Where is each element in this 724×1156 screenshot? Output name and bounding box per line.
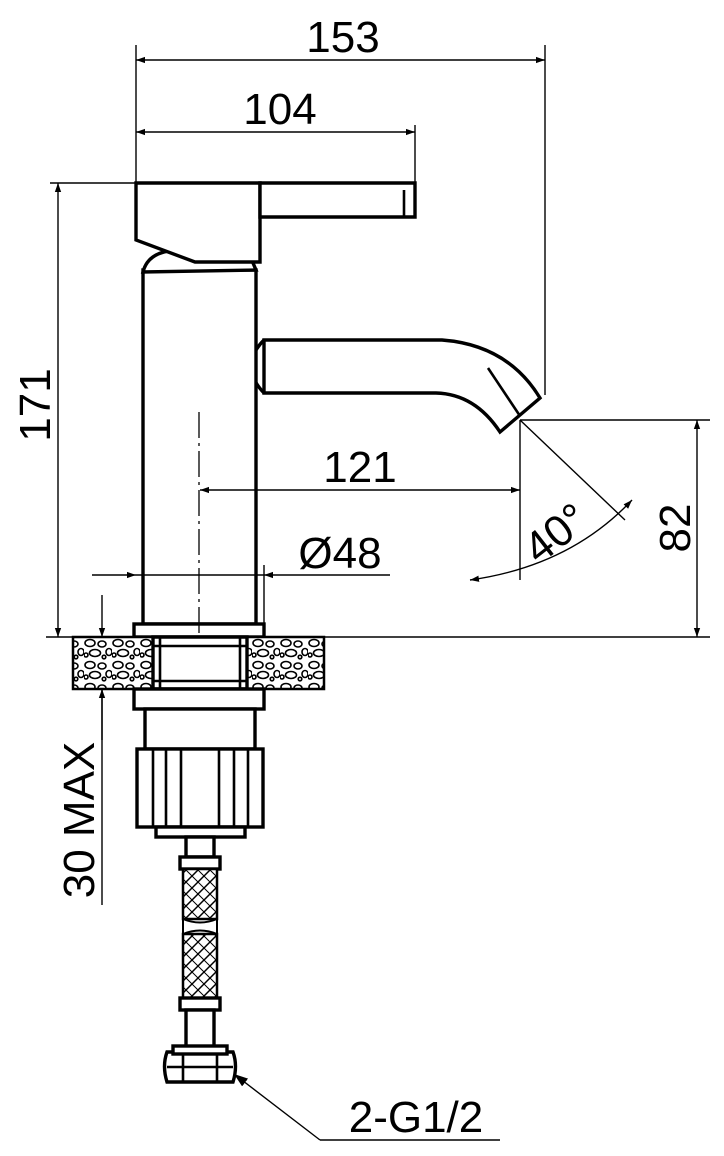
countertop-section xyxy=(71,635,326,839)
dimensions: 153 104 171 121 Ø48 40° 82 30 MAX 2 xyxy=(11,13,710,1142)
dim-base-diameter: Ø48 xyxy=(298,529,381,578)
dim-spout-height: 82 xyxy=(651,504,700,553)
faucet-body xyxy=(132,181,543,639)
dim-handle-length: 104 xyxy=(243,85,316,134)
dim-spout-angle: 40° xyxy=(515,494,598,574)
dim-spout-reach: 121 xyxy=(323,443,396,492)
dim-total-height: 171 xyxy=(11,368,60,441)
dim-overall-length: 153 xyxy=(306,13,379,62)
dim-max-thickness: 30 MAX xyxy=(55,742,104,899)
flexible-hose xyxy=(162,835,238,1084)
label-connection-thread: 2-G1/2 xyxy=(349,1093,484,1142)
spout xyxy=(262,338,543,435)
countertop-left xyxy=(71,635,155,691)
countertop-right xyxy=(245,635,326,691)
handle-lever xyxy=(258,181,417,219)
handle-block xyxy=(134,181,262,264)
body-column xyxy=(141,268,258,626)
mounting-nut xyxy=(135,747,265,829)
